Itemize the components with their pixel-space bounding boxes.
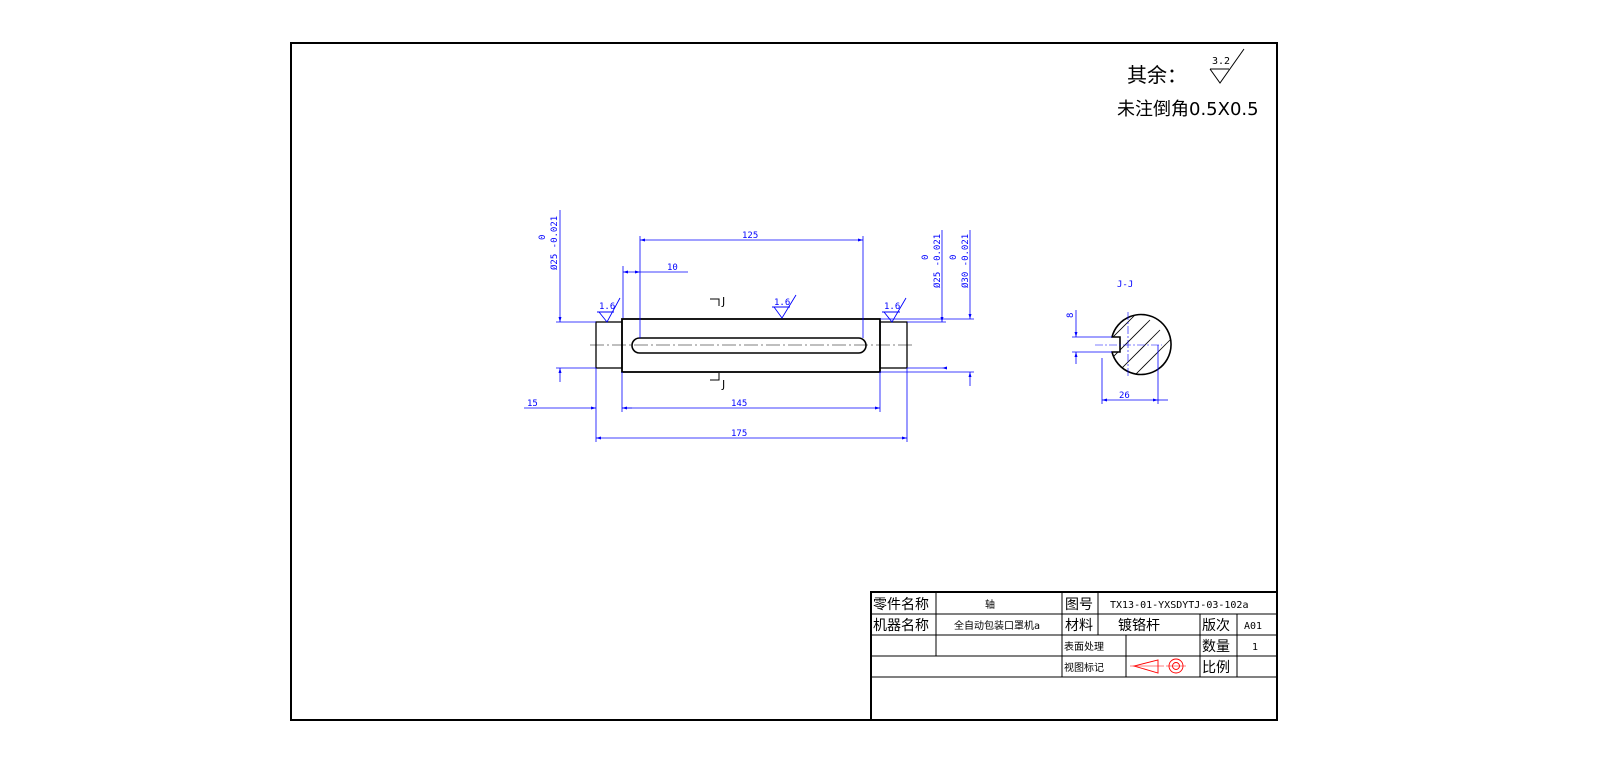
version-value: A01 [1244,621,1262,632]
drawing-no-value: TX13-01-YXSDYTJ-03-102a [1110,600,1248,611]
svg-text:26: 26 [1119,391,1130,401]
roughness-mark-left: 1.6 [597,297,621,323]
view-mark-label: 视图标记 [1064,661,1104,674]
section-marker-top: J [710,295,725,308]
svg-text:8: 8 [1066,313,1076,318]
dim-keyway-length: 125 [639,231,864,338]
surface-treatment-label: 表面处理 [1064,640,1104,653]
version-label: 版次 [1202,618,1230,634]
svg-text:Ø30 -0.021: Ø30 -0.021 [960,234,971,288]
roughness-mark-center: 1.6 [772,294,797,319]
svg-text:3.2: 3.2 [1212,56,1230,67]
roughness-mark-right: 1.6 [882,297,907,323]
svg-text:1.6: 1.6 [599,302,615,312]
svg-text:0: 0 [921,255,931,260]
projection-symbol-icon [1130,658,1186,674]
dim-diameter-left: Ø25 -0.021 0 [538,210,596,382]
section-outline [1110,313,1172,376]
dim-diameter-right: Ø25 -0.021 0 [907,230,946,368]
chamfer-note: 未注倒角0.5X0.5 [1117,99,1259,120]
section-marker-bottom: J [710,373,725,391]
dim-body-length: 145 [622,399,880,410]
svg-text:Ø25 -0.021: Ø25 -0.021 [549,216,560,270]
svg-text:125: 125 [742,231,758,241]
svg-text:1.6: 1.6 [884,302,900,312]
svg-text:J: J [721,295,725,308]
svg-text:145: 145 [731,399,747,409]
section-view-jj: J-J 8 [1066,280,1172,404]
dim-key-width: 8 [1066,310,1112,364]
svg-text:15: 15 [527,399,538,409]
dim-keyway-offset: 10 [622,263,688,318]
title-block: 零件名称 轴 图号 TX13-01-YXSDYTJ-03-102a 机器名称 全… [870,591,1278,721]
svg-text:J: J [721,378,725,391]
scale-label: 比例 [1202,660,1230,676]
dim-diameter-body: Ø30 -0.021 0 [880,230,974,386]
dim-depth: 26 [1101,345,1168,404]
quantity-value: 1 [1252,642,1258,653]
shaft-front-view: J J 1.6 1.6 1.6 125 [524,210,974,442]
part-name-value: 轴 [985,598,995,611]
right-journal [879,321,908,369]
shaft-body [621,318,881,373]
svg-text:0: 0 [538,235,548,240]
drawing-no-label: 图号 [1065,597,1093,613]
quantity-label: 数量 [1202,639,1230,655]
part-name-label: 零件名称 [873,597,929,613]
svg-text:Ø25 -0.021: Ø25 -0.021 [932,234,943,288]
svg-text:10: 10 [667,263,678,273]
machine-name-label: 机器名称 [873,618,929,634]
roughness-symbol-general: 3.2 [1209,48,1245,84]
svg-text:1.6: 1.6 [774,298,790,308]
drawing-frame [290,42,1278,721]
dim-left-step: 15 [524,399,632,410]
svg-text:0: 0 [949,255,959,260]
section-title: J-J [1117,280,1133,290]
material-value: 镀铬杆 [1118,617,1160,634]
machine-name-value: 全自动包装口罩机a [954,619,1040,632]
material-label: 材料 [1065,618,1093,634]
svg-text:175: 175 [731,429,747,439]
dim-overall-length: 175 [596,429,907,440]
keyway-slot [631,337,867,354]
remaining-roughness-label: 其余： [1127,63,1187,87]
